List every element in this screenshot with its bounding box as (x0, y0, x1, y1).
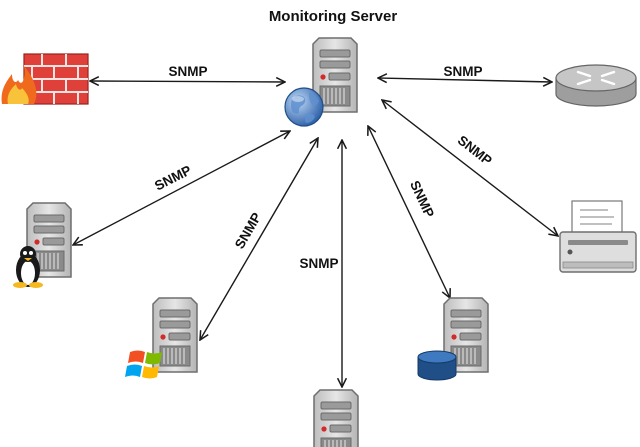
link-database-server (368, 126, 450, 298)
printer (559, 200, 637, 273)
label-snmp-firewall: SNMP (168, 64, 207, 79)
label-snmp-router: SNMP (443, 64, 482, 79)
link-router (378, 78, 552, 82)
label-snmp-bottom: SNMP (299, 256, 338, 271)
printer-icon (559, 200, 637, 273)
linux-penguin-icon (13, 246, 43, 288)
firewall-icon (1, 53, 89, 105)
windows-server (125, 297, 198, 379)
label-snmp-linux: SNMP (152, 162, 194, 193)
globe-icon (284, 87, 324, 127)
label-snmp-windows: SNMP (232, 210, 264, 251)
linux-server (13, 202, 72, 288)
database-server (417, 297, 489, 381)
label-snmp-printer: SNMP (455, 133, 495, 169)
label-snmp-database: SNMP (407, 178, 437, 220)
monitoring-server (284, 37, 358, 127)
server-icon (313, 389, 359, 447)
database-icon (417, 350, 457, 381)
snmp-links (73, 78, 558, 387)
link-printer (382, 100, 558, 236)
link-windows-server (200, 138, 318, 340)
firewall (1, 53, 89, 105)
router (555, 64, 637, 107)
diagram-title: Monitoring Server (269, 8, 398, 25)
link-firewall (90, 81, 285, 82)
router-icon (555, 64, 637, 107)
bottom-server (313, 389, 359, 447)
windows-logo-icon (125, 350, 162, 379)
